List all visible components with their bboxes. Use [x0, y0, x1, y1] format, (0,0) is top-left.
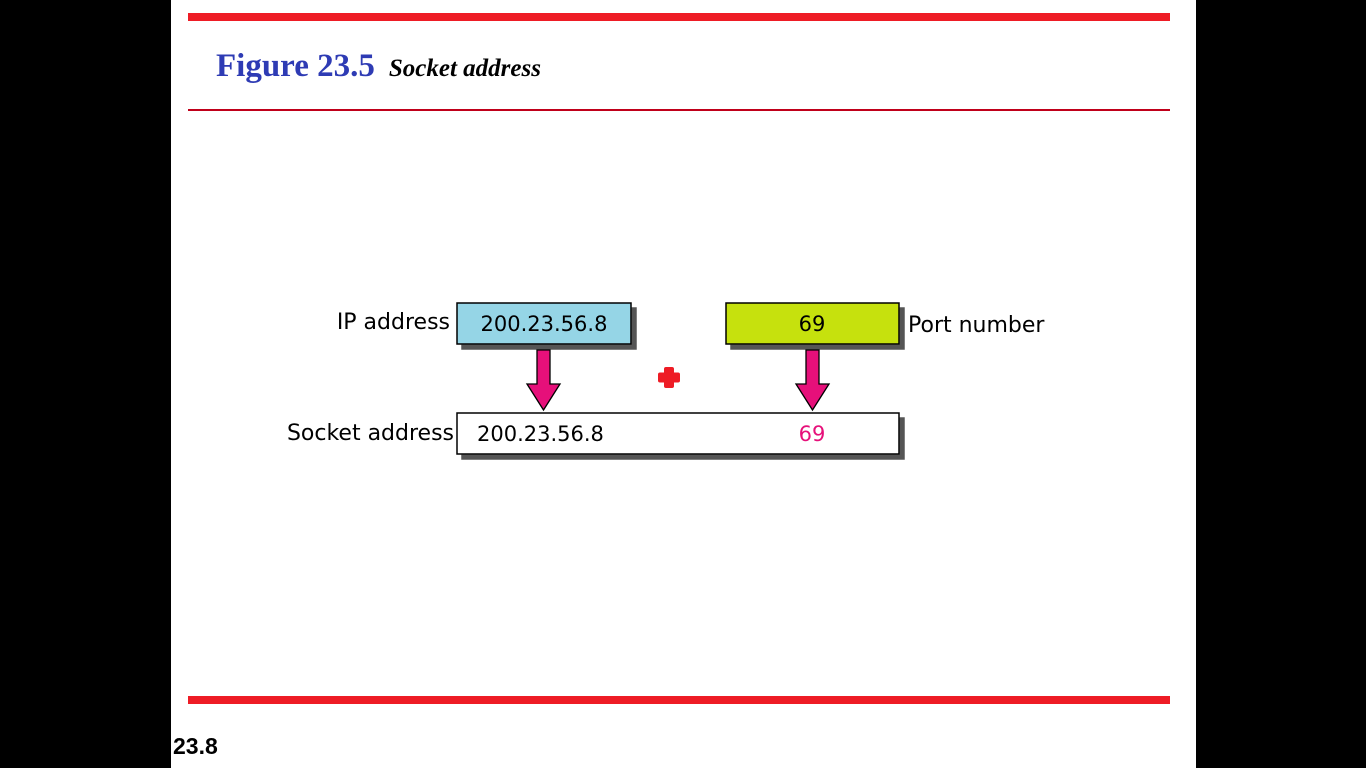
socket-ip-value: 200.23.56.8 [477, 422, 604, 446]
ip-address-box [456, 302, 632, 345]
port-number-label: Port number [908, 313, 1045, 338]
top-rule [188, 13, 1170, 21]
figure-caption: Socket address [388, 55, 541, 82]
socket-address-box [456, 412, 900, 455]
socket-address-label: Socket address [287, 421, 454, 446]
bottom-rule [188, 696, 1170, 704]
plus-icon [658, 367, 680, 388]
socket-address-diagram: IP address 200.23.56.8 69 Port number So… [287, 302, 1045, 455]
figure-number: Figure 23.5 [216, 48, 375, 84]
title-underline [188, 109, 1170, 111]
port-number-box [725, 302, 900, 345]
ip-address-value: 200.23.56.8 [481, 312, 608, 336]
arrow-down-icon [794, 349, 831, 412]
figure-title: Figure 23.5 Socket address [216, 48, 541, 85]
port-number-value: 69 [799, 312, 826, 336]
arrow-down-icon [525, 349, 562, 412]
page-number: 23.8 [173, 733, 218, 759]
ip-address-label: IP address [337, 310, 450, 335]
socket-port-value: 69 [799, 422, 826, 446]
